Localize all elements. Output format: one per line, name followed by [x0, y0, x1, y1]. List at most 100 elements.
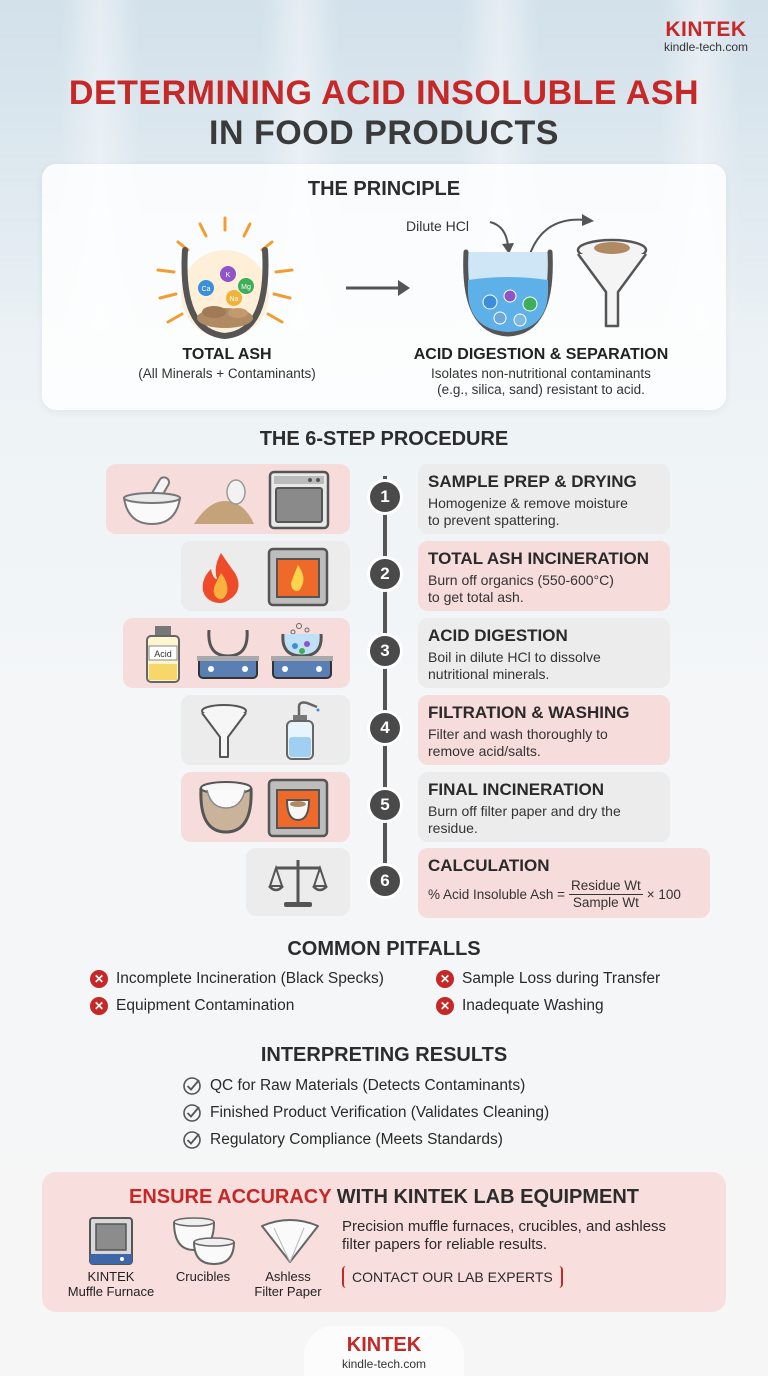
acid-bottle-icon: Acid — [146, 626, 180, 683]
flame-icon — [202, 553, 239, 603]
total-ash-crucible-icon: Ca K Mg Na — [156, 216, 294, 340]
principle-heading: THE PRINCIPLE — [307, 178, 461, 200]
step6-title: CALCULATION — [428, 856, 550, 875]
pitfall-text: Sample Loss during Transfer — [462, 970, 661, 987]
step5-number: 5 — [370, 790, 400, 820]
footer-brand[interactable]: KINTEK kindle-tech.com — [304, 1326, 464, 1376]
page-title-line2: IN FOOD PRODUCTS — [209, 114, 559, 152]
cta-title: ENSURE ACCURACY WITH KINTEK LAB EQUIPMEN… — [42, 1186, 726, 1209]
step2-number: 2 — [370, 559, 400, 589]
footer-brand-url: kindle-tech.com — [341, 1357, 427, 1371]
x-circle-icon: ✕ — [90, 970, 108, 988]
step6-number: 6 — [370, 866, 400, 896]
principle-card: THE PRINCIPLE Ca K Mg Na Dilute HCl — [42, 164, 726, 410]
cta-title-red: ENSURE ACCURACY — [128, 1186, 332, 1208]
pitfall-text: Equipment Contamination — [116, 997, 295, 1014]
formula-left: % Acid Insoluble Ash = — [428, 887, 565, 902]
crucible-filter-icon — [199, 781, 253, 834]
cta-panel: ENSURE ACCURACY WITH KINTEK LAB EQUIPMEN… — [42, 1172, 726, 1312]
step3-desc1: Boil in dilute HCl to dissolve — [428, 649, 601, 665]
mineral-label-ca: Ca — [202, 286, 211, 293]
filter-paper-product-icon[interactable] — [258, 1216, 322, 1266]
arrow-right-icon — [346, 280, 410, 296]
pitfall-text: Incomplete Incineration (Black Specks) — [116, 970, 384, 987]
hot-plate-boiling-icon — [271, 623, 333, 679]
step1-desc2: to prevent spattering. — [428, 512, 560, 528]
step1-number: 1 — [370, 482, 400, 512]
x-circle-icon: ✕ — [436, 970, 454, 988]
muffle-furnace-product-icon[interactable] — [88, 1216, 134, 1268]
cta-desc-line1: Precision muffle furnaces, crucibles, an… — [342, 1218, 667, 1235]
step4-title: FILTRATION & WASHING — [428, 703, 630, 722]
muffle-furnace-icon — [267, 547, 329, 607]
brand-url: kindle-tech.com — [663, 40, 748, 54]
step2-title: TOTAL ASH INCINERATION — [428, 549, 649, 568]
step1-icon-panel — [106, 464, 350, 534]
formula-multiplier: × 100 — [646, 887, 681, 902]
total-ash-subtitle: (All Minerals + Contaminants) — [138, 366, 316, 381]
step3-desc2: nutritional minerals. — [428, 666, 550, 682]
step2-card: TOTAL ASH INCINERATION Burn off organics… — [418, 541, 670, 611]
step3-card: ACID DIGESTION Boil in dilute HCl to dis… — [418, 618, 670, 688]
contact-experts-button[interactable]: CONTACT OUR LAB EXPERTS — [342, 1266, 563, 1288]
step4-desc1: Filter and wash thoroughly to — [428, 726, 608, 742]
step5-icon-panel — [181, 772, 350, 842]
cta-desc-line2: filter papers for reliable results. — [342, 1236, 548, 1253]
mineral-label-na: Na — [230, 296, 239, 303]
total-ash-title: TOTAL ASH — [182, 346, 272, 363]
wash-bottle-icon — [286, 701, 320, 760]
formula-numerator: Residue Wt — [568, 878, 643, 895]
mortar-pestle-icon — [122, 476, 182, 526]
page-title-line1: DETERMINING ACID INSOLUBLE ASH — [68, 74, 700, 112]
step2-desc1: Burn off organics (550-600°C) — [428, 572, 614, 588]
check-circle-icon — [183, 1077, 201, 1095]
acid-beaker-icon — [463, 249, 553, 337]
step2-icon-panel — [181, 541, 350, 611]
step6-card: CALCULATION % Acid Insoluble Ash = Resid… — [418, 848, 710, 918]
brand-logo-top[interactable]: KINTEK kindle-tech.com — [664, 18, 748, 54]
cta-description: Precision muffle furnaces, crucibles, an… — [342, 1218, 666, 1254]
procedure-timeline — [383, 476, 387, 896]
pitfall-item: ✕ Equipment Contamination — [90, 997, 294, 1015]
pitfall-text: Inadequate Washing — [462, 997, 604, 1014]
step4-card: FILTRATION & WASHING Filter and wash tho… — [418, 695, 670, 765]
step4-desc2: remove acid/salts. — [428, 743, 541, 759]
brand-name: KINTEK — [665, 18, 747, 41]
pitfall-item: ✕ Sample Loss during Transfer — [436, 970, 660, 988]
acid-digestion-sub2: (e.g., silica, sand) resistant to acid. — [437, 382, 645, 397]
formula-denominator: Sample Wt — [572, 895, 639, 910]
filter-funnel-icon — [576, 238, 648, 328]
acid-digestion-title: ACID DIGESTION & SEPARATION — [413, 346, 669, 363]
footer-brand-name: KINTEK — [346, 1334, 422, 1356]
result-text: Regulatory Compliance (Meets Standards) — [210, 1131, 503, 1148]
step1-title: SAMPLE PREP & DRYING — [428, 472, 637, 491]
step4-number: 4 — [370, 713, 400, 743]
step5-card: FINAL INCINERATION Burn off filter paper… — [418, 772, 670, 842]
step6-icon-panel — [246, 848, 350, 916]
balance-scale-icon — [268, 860, 328, 907]
result-item: QC for Raw Materials (Detects Contaminan… — [182, 1076, 525, 1096]
calculation-formula: % Acid Insoluble Ash = Residue Wt Sample… — [428, 878, 700, 911]
step5-desc1: Burn off filter paper and dry the — [428, 803, 621, 819]
cta-title-rest: WITH KINTEK LAB EQUIPMENT — [331, 1186, 639, 1208]
hot-plate-crucible-icon — [197, 629, 259, 679]
result-item: Finished Product Verification (Validates… — [182, 1103, 549, 1123]
step3-number: 3 — [370, 636, 400, 666]
acid-bottle-label: Acid — [154, 649, 172, 659]
check-circle-icon — [183, 1131, 201, 1149]
step1-desc1: Homogenize & remove moisture — [428, 495, 628, 511]
mineral-label-mg: Mg — [241, 284, 251, 291]
step3-title: ACID DIGESTION — [428, 626, 568, 645]
step5-title: FINAL INCINERATION — [428, 780, 604, 799]
step5-desc2: residue. — [428, 820, 478, 836]
step3-icon-panel: Acid — [123, 618, 350, 688]
funnel-icon — [201, 704, 247, 758]
crucibles-product-icon[interactable] — [170, 1216, 236, 1266]
pitfall-item: ✕ Inadequate Washing — [436, 997, 604, 1015]
step2-desc2: to get total ash. — [428, 589, 524, 605]
procedure-heading: THE 6-STEP PROCEDURE — [259, 428, 509, 450]
results-heading: INTERPRETING RESULTS — [260, 1044, 508, 1066]
mineral-label-k: K — [226, 272, 231, 279]
